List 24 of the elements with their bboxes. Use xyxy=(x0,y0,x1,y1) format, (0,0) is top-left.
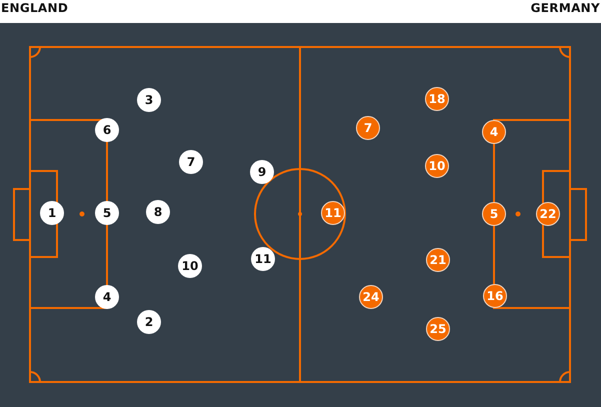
player-marker: 22 xyxy=(536,202,560,226)
player-marker: 24 xyxy=(359,285,383,309)
player-marker: 7 xyxy=(356,116,380,140)
player-marker: 11 xyxy=(321,201,345,225)
player-marker: 10 xyxy=(425,154,449,178)
player-marker: 10 xyxy=(178,254,202,278)
team-name: ENGLAND xyxy=(1,1,68,15)
player-marker: 6 xyxy=(95,118,119,142)
player-marker: 18 xyxy=(425,87,449,111)
player-marker: 4 xyxy=(482,120,506,144)
player-marker: 5 xyxy=(482,202,506,226)
player-marker: 1 xyxy=(40,201,64,225)
team-name: GERMANY xyxy=(530,1,600,15)
player-marker: 16 xyxy=(483,284,507,308)
player-marker: 21 xyxy=(426,248,450,272)
player-marker: 25 xyxy=(426,317,450,341)
player-marker: 11 xyxy=(251,247,275,271)
player-marker: 4 xyxy=(95,285,119,309)
player-marker: 5 xyxy=(95,201,119,225)
player-marker: 7 xyxy=(179,150,203,174)
player-marker: 9 xyxy=(250,160,274,184)
player-marker: 3 xyxy=(137,88,161,112)
player-marker: 8 xyxy=(146,200,170,224)
player-marker: 2 xyxy=(137,310,161,334)
